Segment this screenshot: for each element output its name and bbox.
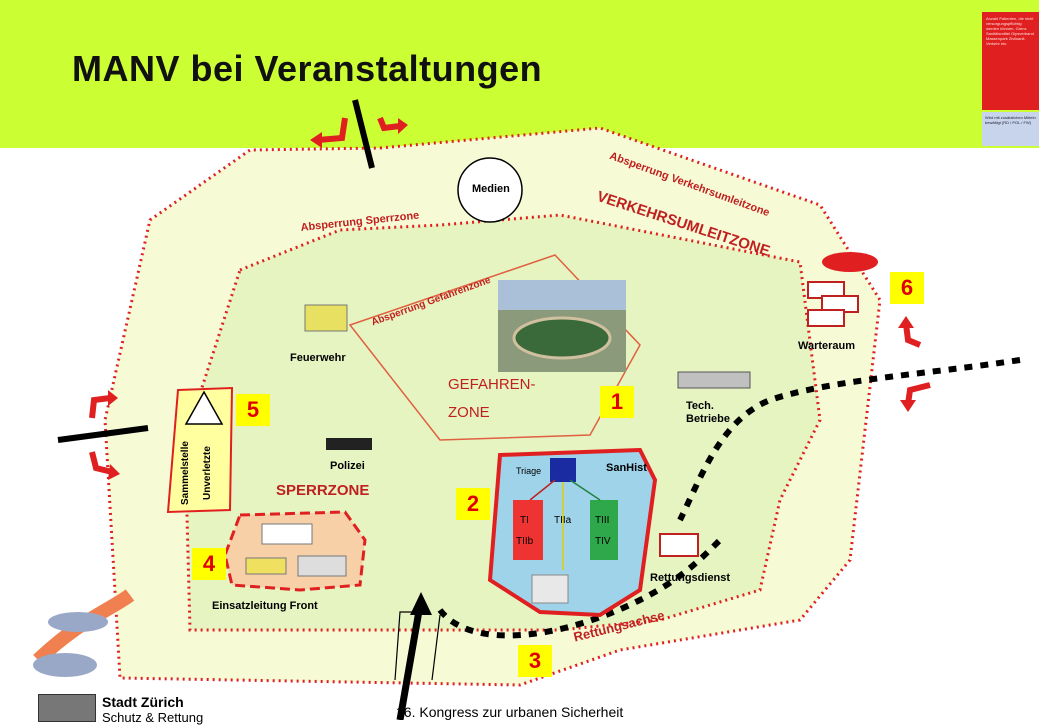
sanhist-area	[487, 447, 658, 618]
ambulance-icon	[659, 533, 699, 557]
label-einsatzleitung: Einsatzleitung Front	[212, 600, 318, 612]
label-tech-2: Betriebe	[686, 413, 731, 425]
marker-4: 4	[192, 548, 226, 580]
t3-box	[590, 500, 618, 560]
label-feuerwehr: Feuerwehr	[290, 352, 346, 364]
arrow-top-right	[377, 116, 401, 132]
label-sperrzone: SPERRZONE	[276, 482, 370, 499]
label-t2a: TIIa	[554, 515, 572, 526]
corner-note-red: Anzahl Patienten, die nicht versorgungsp…	[982, 12, 1039, 110]
arrow-bottom	[396, 604, 424, 720]
barrier-top	[352, 99, 375, 169]
label-triage: Triage	[516, 466, 542, 476]
barrier-left	[57, 425, 149, 443]
label-t3: TIII	[595, 515, 610, 526]
header-band	[0, 0, 1039, 148]
label-t1: TI	[520, 515, 529, 526]
footer-org-name: Stadt Zürich	[102, 694, 184, 710]
access-road-right	[677, 357, 1021, 522]
label-polizei: Polizei	[330, 460, 365, 472]
ambulance-loading	[531, 574, 569, 604]
label-t4: TIV	[595, 536, 611, 547]
label-unverletzte: Unverletzte	[202, 446, 213, 500]
warning-sign-icon	[184, 390, 224, 425]
slide-title: MANV bei Veranstaltungen	[72, 48, 543, 89]
label-t2b: TIIb	[516, 536, 534, 547]
tech-truck-icon	[677, 371, 751, 389]
marker-5: 5	[236, 394, 270, 426]
marker-2: 2	[456, 488, 490, 520]
label-sammelstelle: Sammelstelle	[180, 441, 191, 505]
arrow-top-left	[317, 117, 348, 143]
warteraum-ambulances-icon	[807, 281, 859, 327]
helicopter-icon	[822, 252, 878, 272]
label-tech-1: Tech.	[686, 400, 714, 412]
marker-1: 1	[600, 386, 634, 418]
label-sanhist: SanHist	[606, 462, 647, 474]
marker-3: 3	[518, 645, 552, 677]
city-logo-icon	[38, 694, 96, 722]
police-car-icon	[326, 438, 372, 450]
footer-congress: 16. Kongress zur urbanen Sicherheit	[396, 704, 624, 720]
label-gefahrenzone-1: GEFAHREN-	[448, 376, 536, 393]
label-medien: Medien	[472, 183, 510, 195]
fire-truck-icon	[304, 304, 348, 332]
triage-box	[550, 458, 576, 482]
label-gefahrenzone-2: ZONE	[448, 404, 490, 421]
t1-box	[513, 500, 543, 560]
corner-note-blue: Wird mit zusätzlichen Mitteln bewältigt …	[982, 112, 1039, 146]
label-rettungsdienst: Rettungsdienst	[650, 572, 731, 584]
marker-6: 6	[890, 272, 924, 304]
footer-org-sub: Schutz & Rettung	[102, 710, 204, 725]
medien-circle	[457, 157, 523, 223]
label-warteraum: Warteraum	[798, 340, 856, 352]
